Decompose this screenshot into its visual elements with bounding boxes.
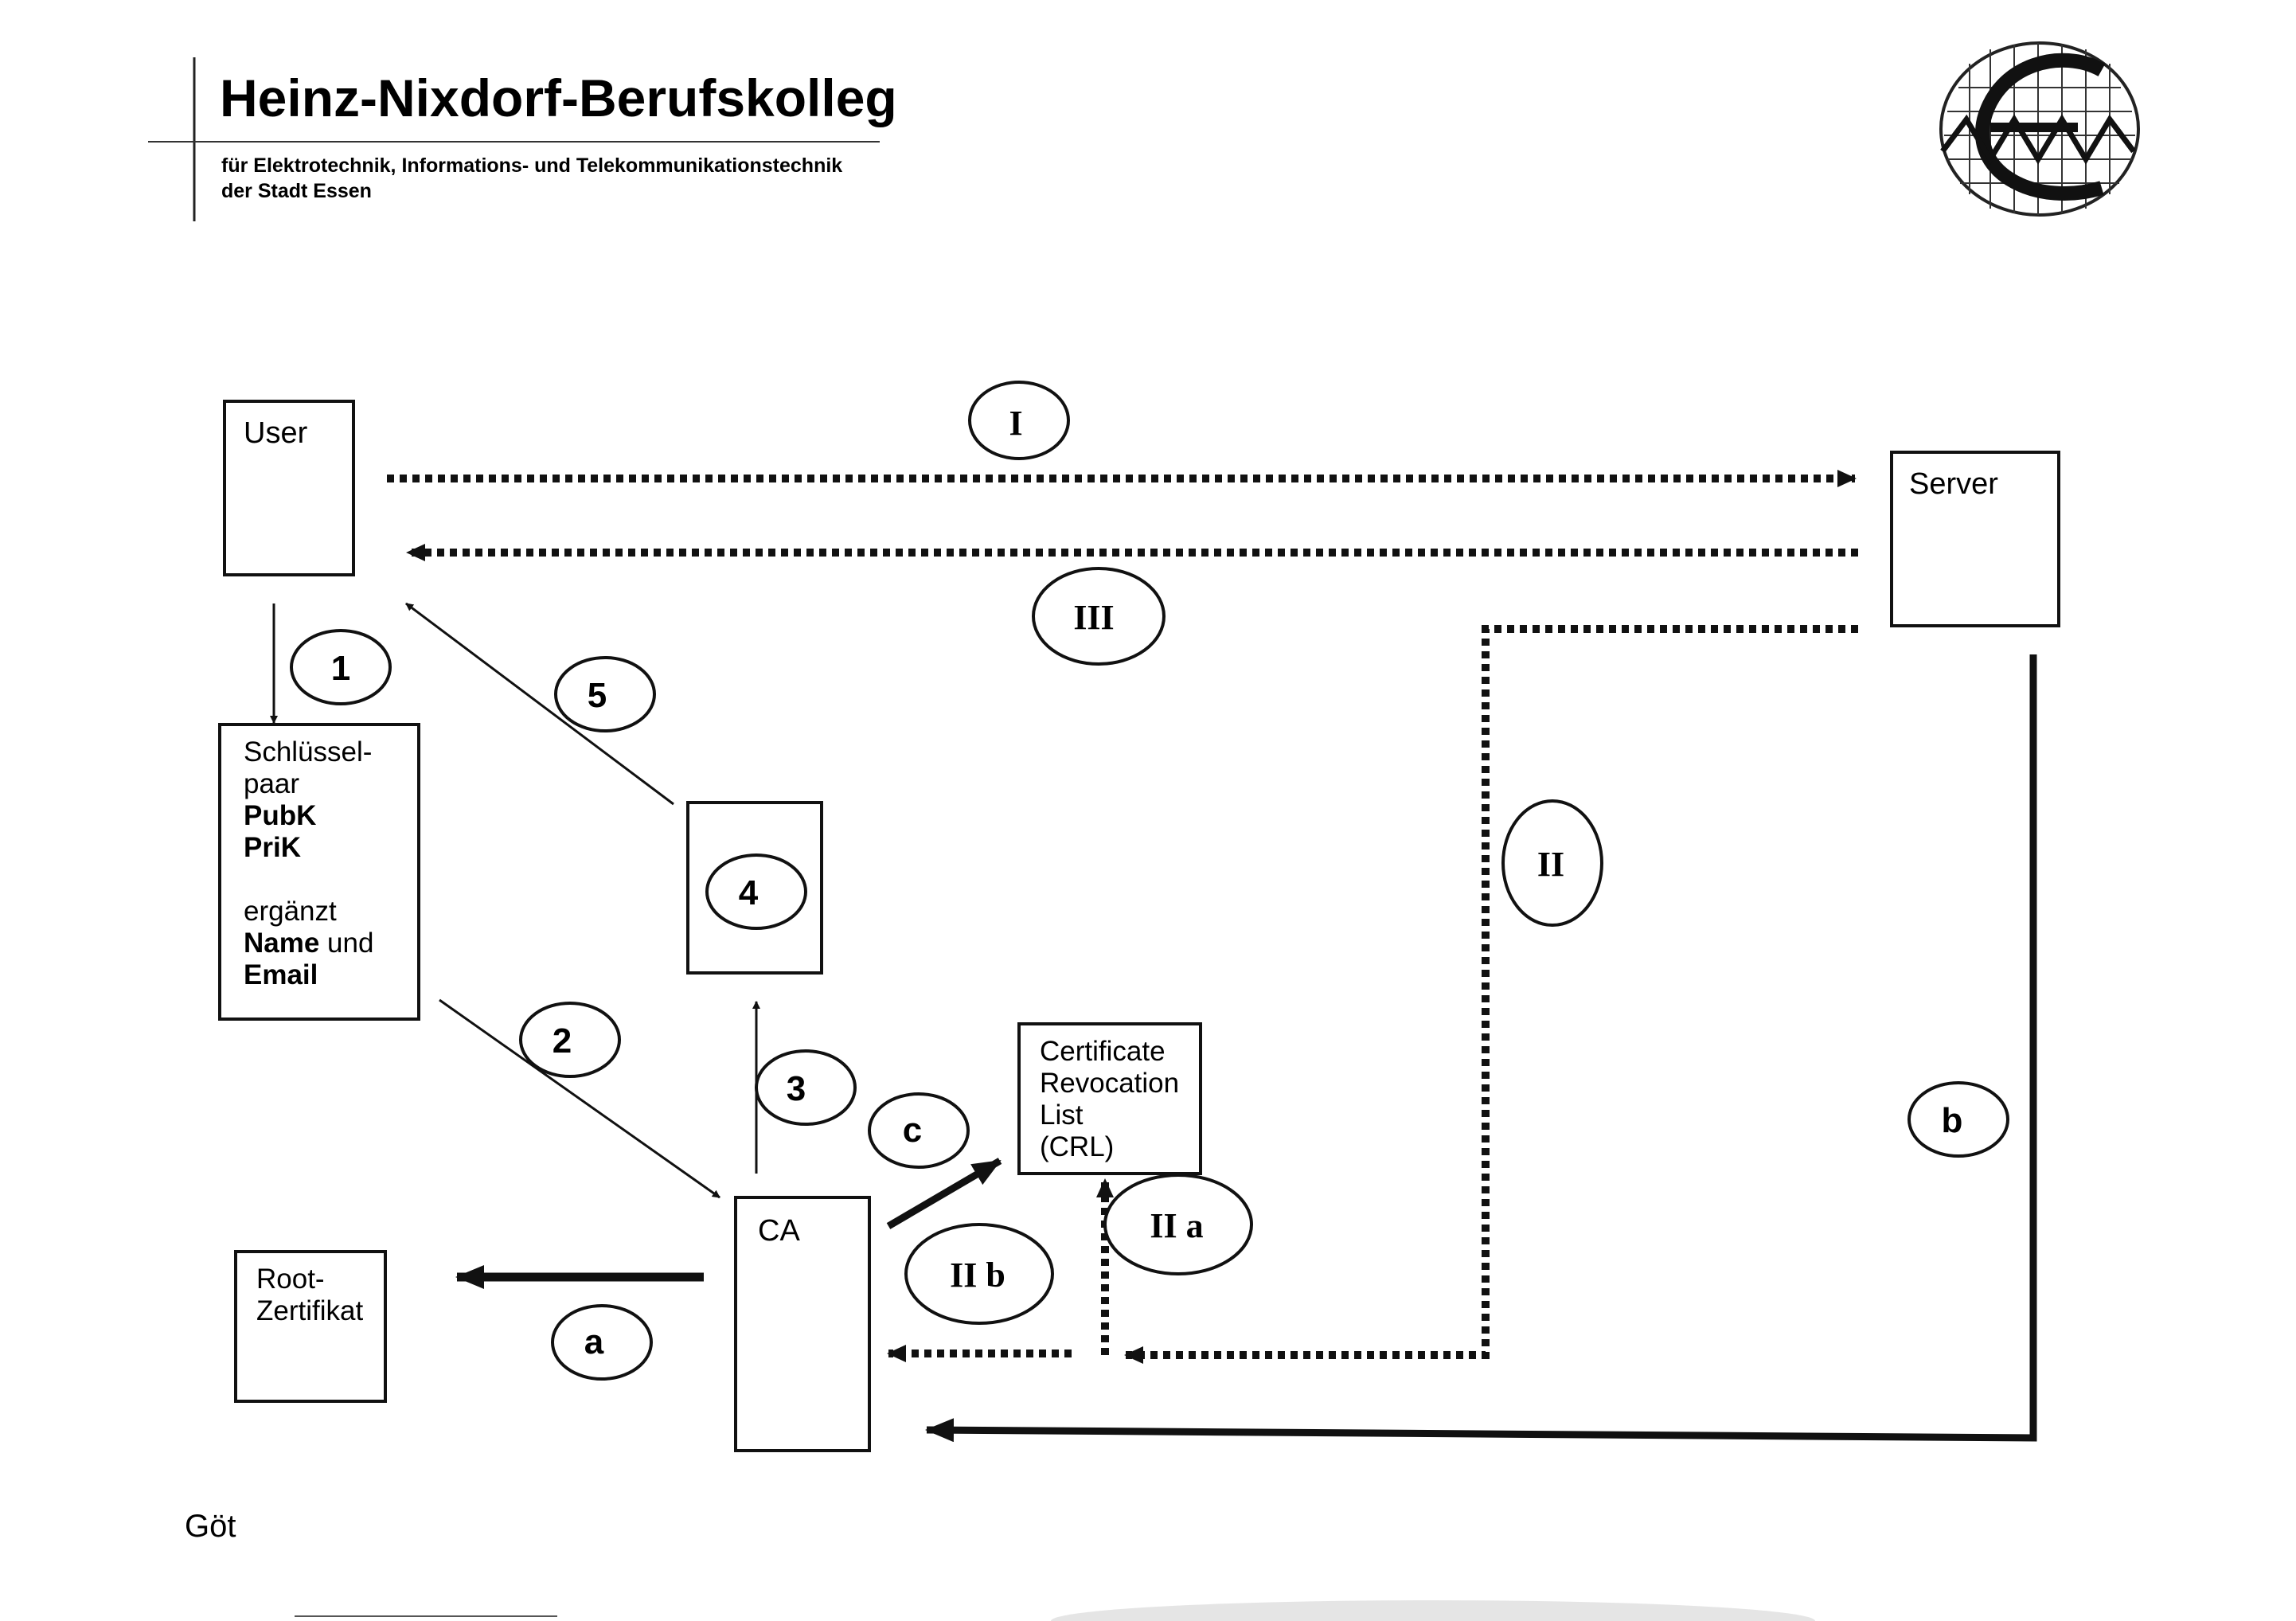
step-5-label: 5 xyxy=(588,676,607,715)
ca-box xyxy=(734,1196,871,1452)
keypair-line3: PubK xyxy=(244,800,316,831)
user-label: User xyxy=(244,416,308,450)
keypair-text: Schlüssel- paar PubK PriK ergänzt Name u… xyxy=(244,736,373,990)
keypair-line6: Name und xyxy=(244,928,373,959)
arrow-b xyxy=(925,654,2037,1443)
school-subtitle-line2: der Stadt Essen xyxy=(221,180,372,202)
keypair-line7: Email xyxy=(244,959,318,990)
step-1: 1 xyxy=(290,629,392,705)
school-subtitle-line1: für Elektrotechnik, Informations- und Te… xyxy=(221,154,842,177)
arrow-c xyxy=(886,1158,1002,1229)
root-line1: Root- xyxy=(256,1264,325,1295)
step-IIa: II a xyxy=(1103,1174,1253,1275)
root-certificate-box xyxy=(234,1250,387,1403)
step-c: c xyxy=(868,1092,970,1169)
step-a: a xyxy=(551,1304,653,1381)
scan-shadow xyxy=(1051,1600,1815,1621)
step-I-label: I xyxy=(1009,404,1022,443)
step-c-label: c xyxy=(903,1111,922,1150)
certificate-box xyxy=(686,801,823,975)
school-title: Heinz-Nixdorf-Berufskolleg xyxy=(220,68,897,127)
step-3-label: 3 xyxy=(787,1069,806,1108)
step-b-label: b xyxy=(1942,1101,1963,1140)
crl-line1: Certificate xyxy=(1040,1036,1166,1067)
keypair-line4: PriK xyxy=(244,832,301,863)
keypair-line5: ergänzt xyxy=(244,896,337,927)
keypair-line1: Schlüssel- xyxy=(244,736,372,768)
step-4-label: 4 xyxy=(739,873,759,912)
step-IIb: II b xyxy=(904,1223,1054,1325)
step-III-label: III xyxy=(1073,598,1114,637)
server-label: Server xyxy=(1909,467,1998,501)
step-3: 3 xyxy=(755,1049,857,1126)
step-IIb-label: II b xyxy=(950,1256,1005,1295)
ca-label: CA xyxy=(758,1214,800,1248)
header: Heinz-Nixdorf-Berufskolleg für Elektrote… xyxy=(148,57,897,221)
step-III: III xyxy=(1032,567,1166,666)
keypair-box xyxy=(218,723,420,1021)
keypair-line6-name: Name xyxy=(244,928,319,959)
arrow-5 xyxy=(405,602,674,806)
step-IIa-label: II a xyxy=(1150,1206,1203,1245)
user-box xyxy=(223,400,355,576)
step-2: 2 xyxy=(519,1002,621,1078)
server-box xyxy=(1890,451,2060,627)
step-II-label: II xyxy=(1537,845,1564,884)
crl-box xyxy=(1017,1022,1202,1175)
arrow-2 xyxy=(439,998,720,1199)
keypair-line6-und: und xyxy=(319,928,373,959)
crl-line4: (CRL) xyxy=(1040,1131,1114,1162)
keypair-line2: paar xyxy=(244,768,299,799)
author-initials: Göt xyxy=(185,1509,236,1544)
arrow-II-path xyxy=(1124,625,1858,1364)
step-2-label: 2 xyxy=(553,1021,572,1060)
step-II: II xyxy=(1501,799,1603,927)
root-line2: Zertifikat xyxy=(256,1295,363,1326)
crl-line3: List xyxy=(1040,1100,1084,1131)
step-b: b xyxy=(1907,1081,2009,1158)
step-4: 4 xyxy=(705,853,807,930)
school-logo-icon xyxy=(1939,41,2140,217)
step-a-label: a xyxy=(584,1322,604,1361)
step-I: I xyxy=(968,381,1070,460)
step-1-label: 1 xyxy=(331,649,350,688)
crl-line2: Revocation xyxy=(1040,1068,1179,1099)
step-5: 5 xyxy=(554,656,656,732)
crl-text: Certificate Revocation List (CRL) xyxy=(1040,1036,1179,1162)
